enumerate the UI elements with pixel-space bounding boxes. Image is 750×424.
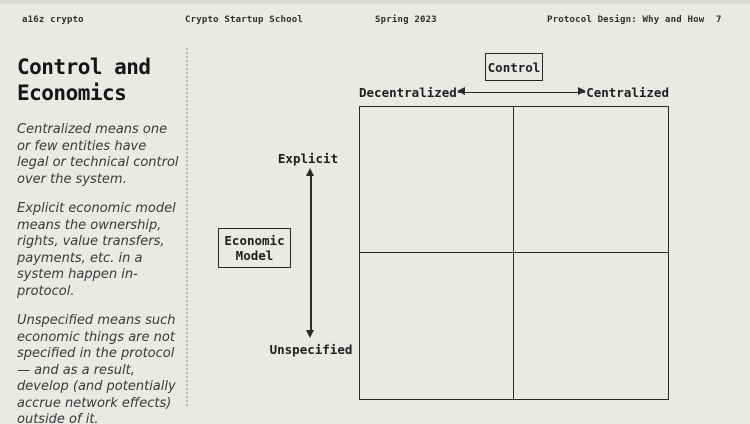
left-column: Control and Economics Centralized means … xyxy=(17,54,181,424)
axis-label-explicit: Explicit xyxy=(277,151,339,166)
quadrant-top-right xyxy=(514,107,668,253)
definitions-text: Centralized means one or few entities ha… xyxy=(17,122,181,424)
definition-explicit: Explicit economic model means the owners… xyxy=(17,201,176,299)
slide-title: Control and Economics xyxy=(17,55,151,105)
vertical-axis-arrowhead-up xyxy=(306,168,314,176)
horizontal-axis: Decentralized Centralized xyxy=(359,84,669,100)
horizontal-axis-arrow xyxy=(456,87,587,95)
axis-label-centralized: Centralized xyxy=(586,84,669,100)
page-separator: · xyxy=(716,15,722,25)
quadrant-grid xyxy=(359,106,669,400)
definition-unspecified: Unspecified means such economic things a… xyxy=(17,313,176,424)
axis-label-decentralized: Decentralized xyxy=(359,84,457,100)
slide-header: a16z crypto Crypto Startup School Spring… xyxy=(0,15,750,29)
quadrant-top-left xyxy=(360,107,514,253)
term-label: Spring 2023 xyxy=(375,15,437,25)
lecture-title-label: Protocol Design: Why and How xyxy=(547,15,705,25)
top-edge-strip xyxy=(0,0,750,4)
page-number: 7 xyxy=(716,15,722,25)
vertical-axis-arrowhead-down xyxy=(306,330,314,338)
dotted-divider xyxy=(186,48,188,406)
brand-label: a16z crypto xyxy=(22,15,84,25)
definition-centralized: Centralized means one or few entities ha… xyxy=(17,122,179,187)
quadrant-bottom-right xyxy=(514,253,668,399)
axis-label-unspecified: Unspecified xyxy=(269,342,353,357)
quadrant-bottom-left xyxy=(360,253,514,399)
vertical-axis-line xyxy=(310,175,312,331)
control-axis-title-box: Control xyxy=(485,53,543,81)
program-label: Crypto Startup School xyxy=(185,15,303,25)
economic-model-axis-title-box: Economic Model xyxy=(218,228,291,268)
